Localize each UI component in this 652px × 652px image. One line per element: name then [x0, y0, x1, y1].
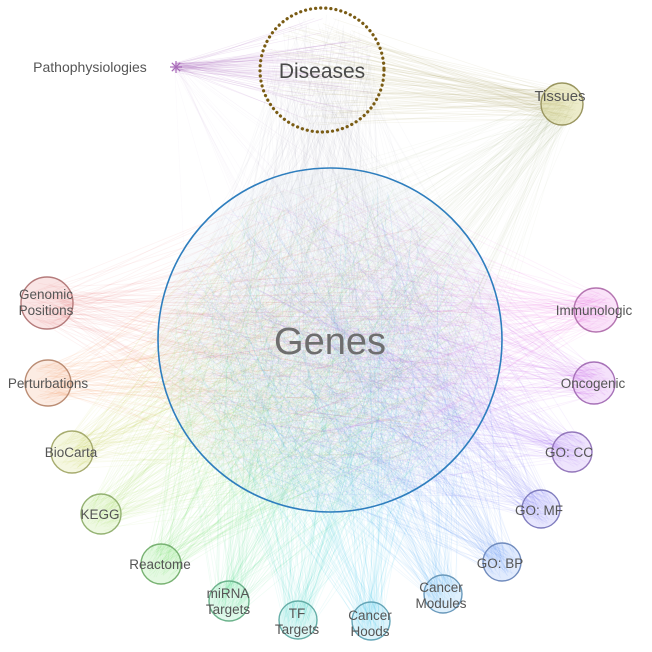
node-oncogenic[interactable] — [572, 361, 616, 405]
edges-genes-tf-targets — [175, 188, 493, 636]
label-diseases: Diseases — [279, 60, 365, 83]
node-reactome[interactable] — [140, 543, 182, 585]
edges-genes-cancer-hoods — [169, 181, 466, 636]
label-go-mf: GO: MF — [515, 503, 563, 518]
label-genes: Genes — [274, 321, 386, 363]
edges-genes-cancer-modules — [169, 190, 493, 611]
node-perturbations[interactable] — [24, 359, 72, 407]
node-go-mf[interactable] — [521, 489, 561, 529]
node-tissues[interactable] — [540, 82, 584, 126]
label-go-cc: GO: CC — [545, 445, 593, 460]
edges-genes-reactome — [145, 186, 475, 579]
node-kegg[interactable] — [80, 493, 122, 535]
node-cancer-modules[interactable] — [423, 574, 463, 614]
label-go-bp: GO: BP — [477, 556, 524, 571]
label-perturbations: Perturbations — [8, 376, 89, 391]
node-genes[interactable] — [157, 167, 503, 513]
edges-diseases-tissues — [269, 18, 580, 126]
label-tissues: Tissues — [534, 88, 585, 105]
node-cancer-hoods[interactable] — [351, 601, 391, 641]
node-mirna-targets[interactable] — [208, 580, 250, 622]
edges-genes-mirna-targets — [174, 187, 486, 618]
edges-genes-pathophysiologies — [171, 63, 481, 435]
edges-genes-go-cc — [171, 196, 589, 499]
label-biocarta: BioCarta — [45, 445, 98, 460]
node-immunologic[interactable] — [573, 287, 619, 333]
edges-diseases-pathophysiologies — [171, 18, 372, 121]
edges-genes-tissues — [172, 87, 579, 496]
edges-genes-diseases — [166, 14, 477, 485]
edges-genes-oncogenic — [170, 180, 610, 488]
node-tf-targets[interactable] — [278, 600, 318, 640]
label-oncogenic: Oncogenic — [561, 376, 626, 391]
node-go-cc[interactable] — [551, 431, 593, 473]
node-go-bp[interactable] — [482, 542, 522, 582]
edges-genes-biocarta — [54, 180, 477, 493]
label-pathophysiologies: Pathophysiologies — [33, 59, 147, 75]
node-diseases[interactable] — [258, 6, 386, 134]
node-biocarta[interactable] — [50, 430, 94, 474]
node-pathophysiologies[interactable] — [170, 61, 182, 73]
label-immunologic: Immunologic — [556, 303, 633, 318]
node-genomic-positions[interactable] — [20, 276, 74, 330]
edges-genes-go-mf — [193, 181, 557, 525]
edges-genes-perturbations — [30, 183, 480, 503]
label-kegg: KEGG — [80, 507, 119, 522]
edges-genes-genomic-positions — [25, 190, 489, 478]
edges-genes-go-bp — [175, 188, 517, 579]
edges-genes-immunologic — [172, 185, 613, 493]
label-reactome: Reactome — [129, 557, 191, 572]
